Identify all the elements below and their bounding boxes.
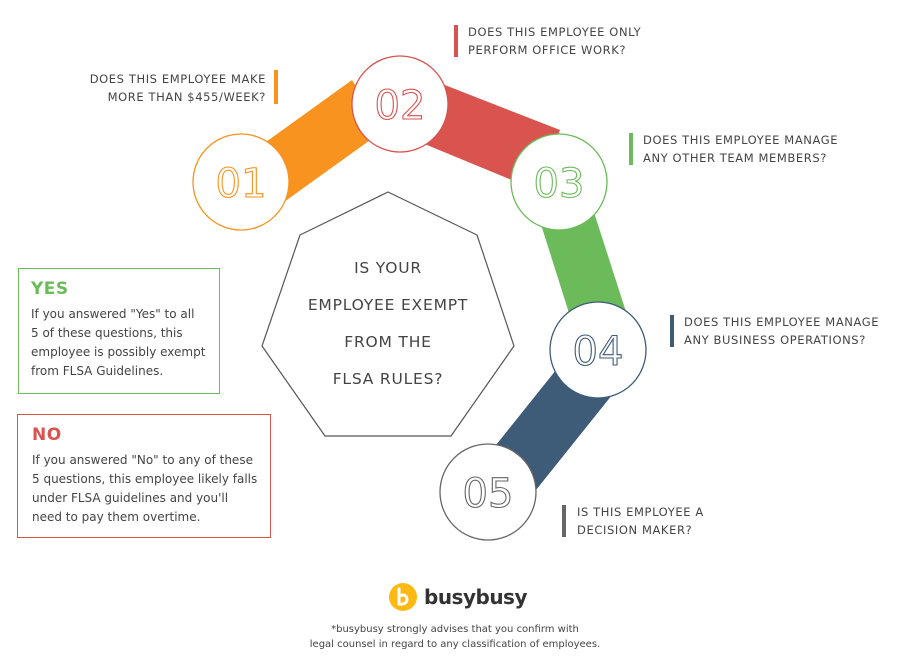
no-heading: NO (32, 425, 62, 445)
question-1: DOES THIS EMPLOYEE MAKE MORE THAN $455/W… (40, 70, 266, 106)
center-question: IS YOUR EMPLOYEE EXEMPT FROM THE FLSA RU… (268, 250, 508, 398)
question-5-bar (562, 505, 566, 537)
yes-line3: employee is possibly exempt (31, 345, 206, 359)
center-line2: EMPLOYEE EXEMPT (307, 296, 469, 314)
logo-mark-icon (389, 583, 417, 611)
disclaimer: *busybusy strongly advises that you conf… (280, 622, 630, 652)
question-2: DOES THIS EMPLOYEE ONLY PERFORM OFFICE W… (468, 23, 641, 59)
question-5-line2: DECISION MAKER? (577, 523, 693, 537)
question-5-line1: IS THIS EMPLOYEE A (577, 505, 704, 519)
question-4: DOES THIS EMPLOYEE MANAGE ANY BUSINESS O… (684, 313, 879, 349)
step-04: 04 (549, 301, 647, 399)
question-2-bar (454, 25, 458, 57)
question-3-line2: ANY OTHER TEAM MEMBERS? (643, 151, 827, 165)
question-3: DOES THIS EMPLOYEE MANAGE ANY OTHER TEAM… (643, 131, 838, 167)
step-04-number: 04 (573, 329, 624, 375)
yes-heading: YES (31, 279, 69, 299)
center-heptagon (261, 191, 515, 437)
connector-03-04 (538, 200, 628, 332)
step-01: 01 (192, 133, 290, 231)
question-3-bar (629, 133, 633, 165)
question-3-line1: DOES THIS EMPLOYEE MANAGE (643, 133, 839, 147)
question-5: IS THIS EMPLOYEE A DECISION MAKER? (577, 503, 704, 539)
center-line3: FROM THE (344, 333, 432, 351)
yes-box: YES If you answered "Yes" to all 5 of th… (18, 268, 220, 394)
no-box: NO If you answered "No" to any of these … (17, 414, 271, 538)
center-line1: IS YOUR (354, 259, 422, 277)
yes-line4: from FLSA Guidelines. (31, 364, 164, 378)
step-02-number: 02 (375, 83, 426, 129)
question-4-bar (670, 315, 674, 347)
step-01-number: 01 (216, 161, 267, 207)
question-1-line2: MORE THAN $455/WEEK? (107, 90, 266, 104)
question-4-line2: ANY BUSINESS OPERATIONS? (684, 333, 866, 347)
no-line3: under FLSA guidelines and you'll (32, 491, 229, 505)
disclaimer-line1: *busybusy strongly advises that you conf… (331, 624, 579, 635)
disclaimer-line2: legal counsel in regard to any classific… (309, 639, 601, 650)
step-05: 05 (439, 443, 537, 541)
no-line1: If you answered "No" to any of these (32, 453, 253, 467)
no-line2: 5 questions, this employee likely falls (32, 472, 258, 486)
step-03-number: 03 (534, 161, 585, 207)
question-4-line1: DOES THIS EMPLOYEE MANAGE (684, 315, 880, 329)
yes-line2: 5 of these questions, this (31, 326, 183, 340)
question-1-bar (274, 70, 278, 104)
question-2-line2: PERFORM OFFICE WORK? (468, 43, 627, 57)
center-line4: FLSA RULES? (332, 370, 444, 388)
step-02: 02 (351, 55, 449, 153)
yes-line1: If you answered "Yes" to all (31, 307, 195, 321)
step-03: 03 (510, 133, 608, 231)
question-2-line1: DOES THIS EMPLOYEE ONLY (468, 25, 642, 39)
yes-body: If you answered "Yes" to all 5 of these … (31, 305, 219, 381)
step-05-number: 05 (463, 471, 514, 517)
no-body: If you answered "No" to any of these 5 q… (32, 451, 270, 527)
busybusy-logo: busybusy (388, 580, 528, 614)
logo-text: busybusy (424, 585, 528, 609)
no-line4: need to pay them overtime. (32, 510, 201, 524)
question-1-line1: DOES THIS EMPLOYEE MAKE (89, 72, 266, 86)
